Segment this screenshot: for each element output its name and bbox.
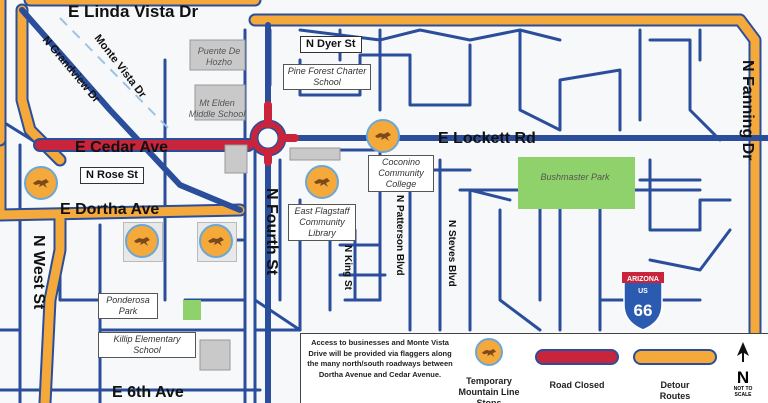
library-label: East Flagstaff Community Library	[288, 204, 356, 241]
bus-stop-icon	[366, 119, 400, 153]
puente-label: Puente De Hozho	[197, 46, 241, 67]
fourth-label: N Fourth St	[263, 188, 280, 276]
legend-detour-caption: Detour Routes	[659, 380, 691, 401]
killip-label: Killip Elementary School	[98, 332, 196, 358]
steves-label: N Steves Blvd	[446, 220, 457, 287]
dortha-label: E Dortha Ave	[60, 201, 159, 218]
road-closed-swatch	[535, 349, 619, 365]
mt-elden-label: Mt Elden Middle School	[188, 98, 246, 119]
sixth-label: E 6th Ave	[112, 384, 184, 401]
fanning-label: N Fanning Dr	[739, 60, 756, 160]
pine-forest-label: Pine Forest Charter School	[283, 64, 371, 90]
legend-closed-caption: Road Closed	[549, 380, 605, 390]
bushmaster-park-area	[518, 157, 635, 209]
ponderosa-park-area	[183, 300, 201, 320]
king-label: N King St	[342, 245, 353, 291]
north-arrow-icon: N	[737, 342, 749, 387]
scale-note: NOT TO SCALE	[733, 386, 753, 398]
map-legend: Access to businesses and Monte Vista Dri…	[300, 333, 768, 403]
monte-vista-dashes	[59, 17, 171, 131]
lockett-label: E Lockett Rd	[438, 130, 536, 147]
grandview-label: N Grandview Dr	[40, 34, 103, 105]
bus-stop-icon	[24, 166, 58, 200]
cedar-label: E Cedar Ave	[75, 139, 168, 156]
coconino-label: Coconino Community College	[368, 155, 434, 192]
legend-stop-caption: Temporary Mountain Line Stops	[458, 376, 520, 403]
dyer-street-box: N Dyer St	[300, 36, 362, 53]
us-66-shield-icon: ARIZONA US 66	[622, 272, 664, 331]
monte-vista-label: Monte Vista Dr	[92, 32, 149, 100]
ponderosa-label: Ponderosa Park	[98, 293, 158, 319]
bus-stop-icon	[305, 165, 339, 199]
buildings	[189, 39, 341, 371]
patterson-label: N Patterson Blvd	[394, 195, 405, 276]
legend-note: Access to businesses and Monte Vista Dri…	[307, 338, 453, 379]
bushmaster-label: Bushmaster Park	[540, 172, 610, 182]
shield-number: 66	[634, 301, 653, 320]
linda-vista-label: E Linda Vista Dr	[68, 2, 198, 21]
shield-us: US	[638, 288, 648, 295]
north-letter: N	[737, 368, 749, 387]
shield-state: ARIZONA	[627, 276, 659, 283]
west-label: N West St	[30, 235, 47, 310]
bus-stop-icon	[125, 224, 159, 258]
bus-stop-icon	[199, 224, 233, 258]
road-closed	[33, 101, 299, 166]
rose-street-box: N Rose St	[80, 167, 144, 184]
detour-swatch	[633, 349, 717, 365]
bus-stop-icon	[475, 338, 503, 366]
